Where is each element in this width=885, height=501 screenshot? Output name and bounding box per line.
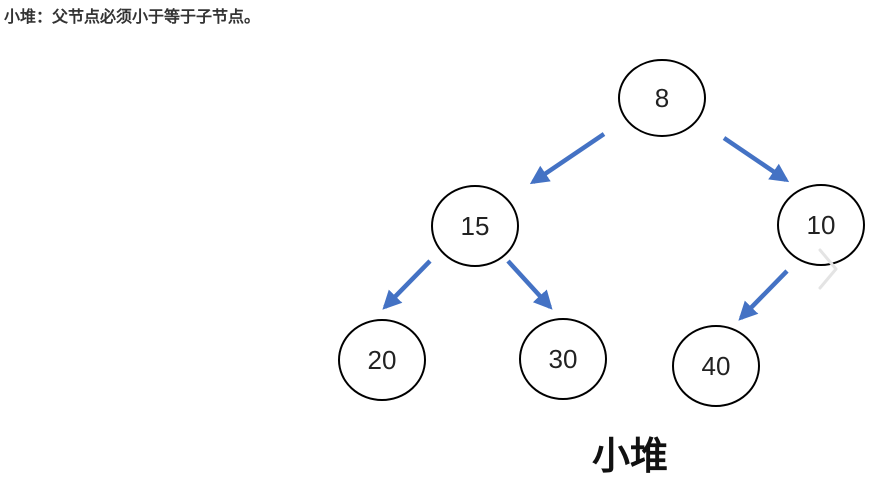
edge-8-10 — [722, 136, 790, 183]
edge-15-30 — [506, 259, 553, 310]
page-heading: 小堆：父节点必须小于等于子节点。 — [4, 7, 261, 26]
edge-10-40 — [738, 269, 789, 321]
edge-15-20 — [382, 259, 432, 310]
heap-node-10: 10 — [777, 184, 865, 266]
node-label: 40 — [702, 351, 731, 381]
node-label: 10 — [807, 210, 836, 240]
node-label: 15 — [461, 211, 490, 241]
diagram-caption: 小堆 — [592, 433, 669, 478]
node-label: 30 — [549, 344, 578, 374]
heap-node-20: 20 — [338, 319, 426, 401]
node-label: 8 — [655, 83, 669, 113]
edge-8-15 — [529, 132, 606, 185]
heap-node-8: 8 — [618, 59, 706, 137]
heap-node-30: 30 — [519, 318, 607, 400]
node-label: 20 — [368, 345, 397, 375]
heap-node-40: 40 — [672, 325, 760, 407]
chevron-right-icon[interactable] — [812, 246, 842, 292]
heap-node-15: 15 — [431, 185, 519, 267]
